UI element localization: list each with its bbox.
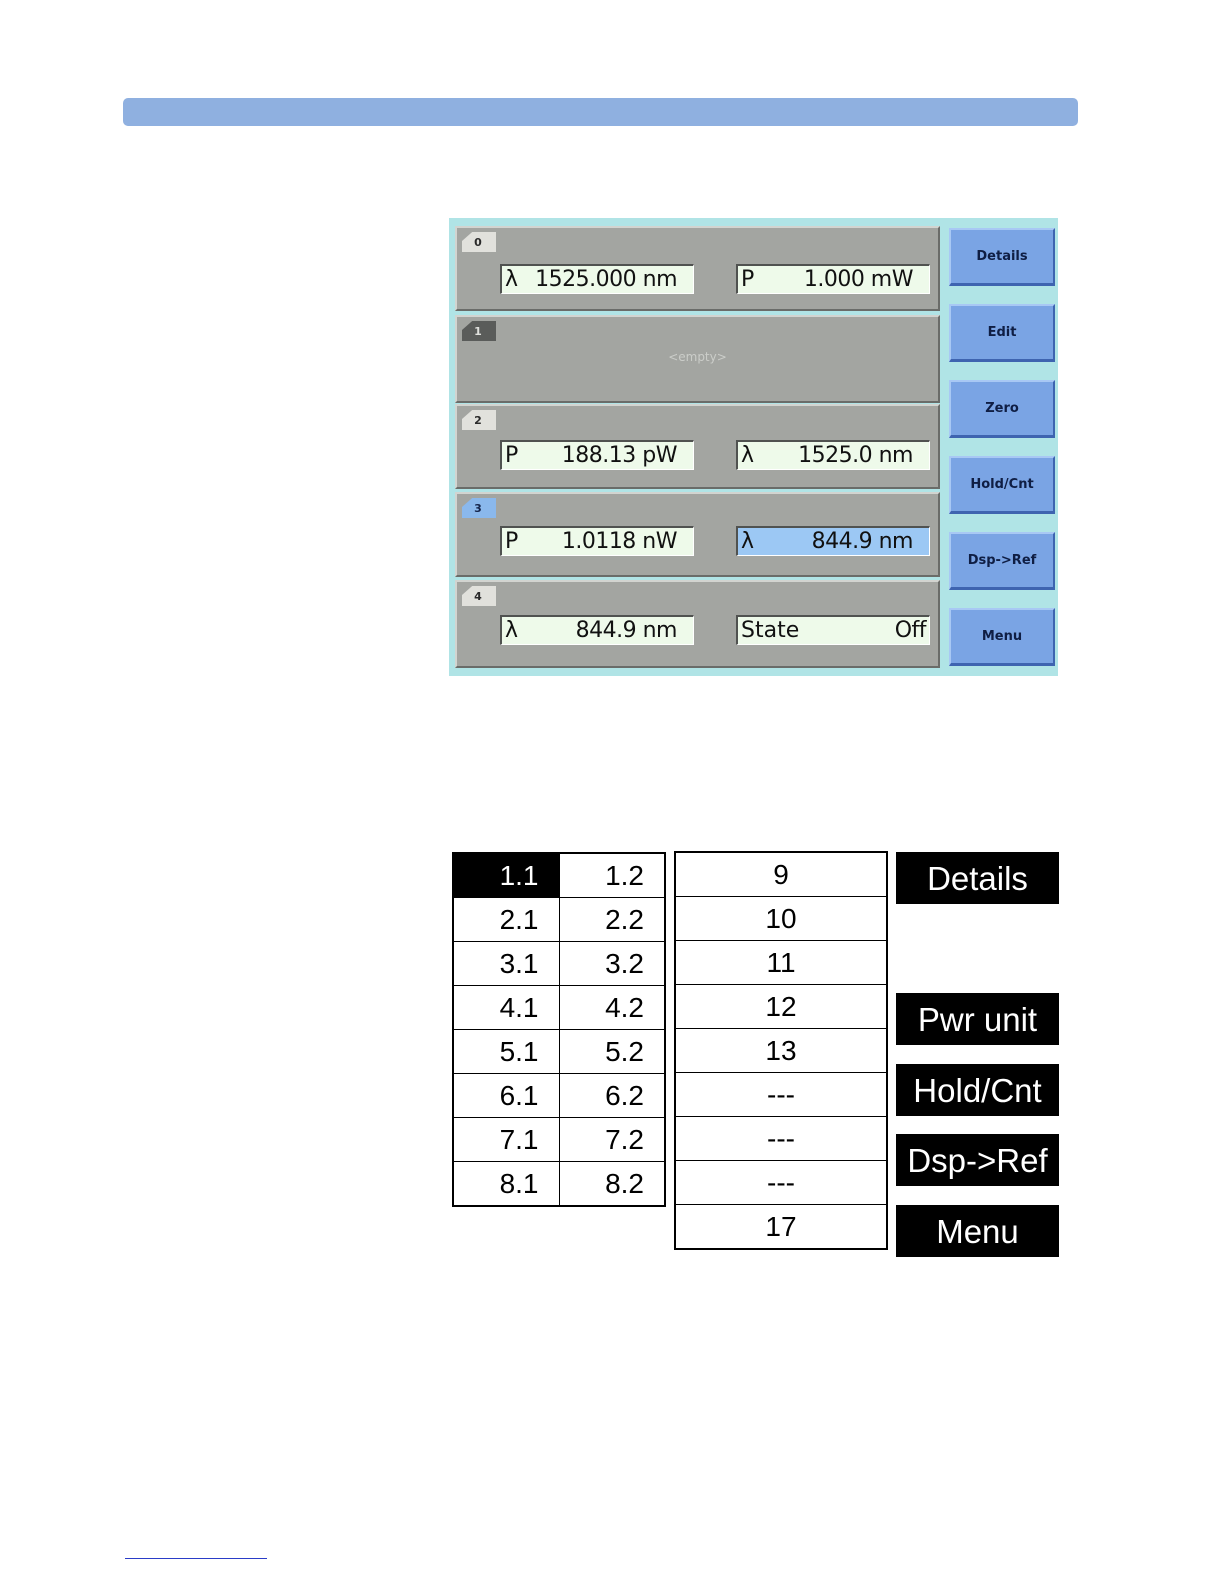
pwr-unit-key[interactable]: Pwr unit xyxy=(896,993,1059,1045)
grid-cell[interactable]: 17 xyxy=(675,1205,887,1250)
menu-key[interactable]: Menu xyxy=(896,1205,1059,1257)
field-label: λ xyxy=(505,267,518,293)
grid-cell[interactable]: 6.1 xyxy=(453,1074,559,1118)
grid-cell[interactable]: 11 xyxy=(675,941,887,985)
slot-2[interactable]: 2 P 188.13 pW λ 1525.0 nm xyxy=(455,404,940,489)
grid-cell[interactable]: --- xyxy=(675,1161,887,1205)
power-field[interactable]: P 1.0118 nW xyxy=(500,526,694,556)
field-label: λ xyxy=(741,443,754,469)
grid-cell[interactable]: 5.2 xyxy=(559,1030,665,1074)
grid-cell[interactable]: --- xyxy=(675,1073,887,1117)
grid-cell[interactable]: 5.1 xyxy=(453,1030,559,1074)
grid-cell[interactable]: 4.2 xyxy=(559,986,665,1030)
table-row: 10 xyxy=(675,897,887,941)
grid-cell[interactable]: 12 xyxy=(675,985,887,1029)
grid-cell[interactable]: 10 xyxy=(675,897,887,941)
grid-cell[interactable]: 2.2 xyxy=(559,898,665,942)
grid-cell[interactable]: 7.1 xyxy=(453,1118,559,1162)
field-value: 1525.0 nm xyxy=(798,443,913,469)
power-field[interactable]: P 1.000 mW xyxy=(736,264,930,294)
field-label: λ xyxy=(741,529,754,555)
zero-softkey[interactable]: Zero xyxy=(949,380,1055,438)
field-label: State xyxy=(741,618,799,644)
grid-cell[interactable]: 8.1 xyxy=(453,1162,559,1207)
details-softkey[interactable]: Details xyxy=(949,228,1055,286)
grid-cell[interactable]: 9 xyxy=(675,852,887,897)
field-value: 1.0118 nW xyxy=(562,529,677,555)
slot-tab: 3 xyxy=(462,498,496,518)
power-field[interactable]: P 188.13 pW xyxy=(500,440,694,470)
slot-tab: 2 xyxy=(462,410,496,430)
table-row: 17 xyxy=(675,1205,887,1250)
grid-cell[interactable]: 3.2 xyxy=(559,942,665,986)
slot-1[interactable]: 1 <empty> xyxy=(455,315,940,403)
field-value: 844.9 nm xyxy=(576,618,677,644)
table-row: --- xyxy=(675,1117,887,1161)
grid-cell[interactable]: 13 xyxy=(675,1029,887,1073)
instrument-screen: 0 λ 1525.000 nm P 1.000 mW 1 <empty> 2 P… xyxy=(449,218,1058,676)
slot-4[interactable]: 4 λ 844.9 nm State Off xyxy=(455,580,940,668)
state-field[interactable]: State Off xyxy=(736,615,930,645)
wavelength-field-selected[interactable]: λ 844.9 nm xyxy=(736,526,930,556)
table-row: 11 xyxy=(675,941,887,985)
wavelength-field[interactable]: λ 1525.0 nm xyxy=(736,440,930,470)
hold-cnt-softkey[interactable]: Hold/Cnt xyxy=(949,456,1055,514)
grid-cell[interactable]: --- xyxy=(675,1117,887,1161)
menu-softkey[interactable]: Menu xyxy=(949,608,1055,666)
field-value: 844.9 nm xyxy=(812,529,913,555)
field-value: 1525.000 nm xyxy=(535,267,677,293)
grid-cell[interactable]: 3.1 xyxy=(453,942,559,986)
field-label: P xyxy=(505,529,518,555)
dsp-ref-key[interactable]: Dsp->Ref xyxy=(896,1134,1059,1186)
slot-tab: 1 xyxy=(462,321,496,341)
footer-line xyxy=(125,1558,267,1559)
field-label: P xyxy=(505,443,518,469)
header-banner xyxy=(123,98,1078,126)
table-row: --- xyxy=(675,1073,887,1117)
wavelength-field[interactable]: λ 1525.000 nm xyxy=(500,264,694,294)
field-label: P xyxy=(741,267,754,293)
grid-cell[interactable]: 1.2 xyxy=(559,853,665,898)
slot-tab: 0 xyxy=(462,232,496,252)
wavelength-field[interactable]: λ 844.9 nm xyxy=(500,615,694,645)
table-row: 9 xyxy=(675,852,887,897)
table-row: 12 xyxy=(675,985,887,1029)
empty-slot-text: <empty> xyxy=(457,350,938,364)
grid-cell[interactable]: 4.1 xyxy=(453,986,559,1030)
grid-cell[interactable]: 2.1 xyxy=(453,898,559,942)
slot-number-grid: 9 10 11 12 13 --- --- --- 17 xyxy=(674,851,888,1250)
hold-cnt-key[interactable]: Hold/Cnt xyxy=(896,1064,1059,1116)
field-label: λ xyxy=(505,618,518,644)
table-row: --- xyxy=(675,1161,887,1205)
details-key[interactable]: Details xyxy=(896,852,1059,904)
grid-cell[interactable]: 8.2 xyxy=(559,1162,665,1207)
grid-cell-selected[interactable]: 1.1 xyxy=(453,853,559,898)
table-row: 13 xyxy=(675,1029,887,1073)
slot-3[interactable]: 3 P 1.0118 nW λ 844.9 nm xyxy=(455,492,940,577)
edit-softkey[interactable]: Edit xyxy=(949,304,1055,362)
slot-tab: 4 xyxy=(462,586,496,606)
slot-0[interactable]: 0 λ 1525.000 nm P 1.000 mW xyxy=(455,226,940,311)
field-value: Off xyxy=(895,618,926,644)
field-value: 188.13 pW xyxy=(562,443,677,469)
dsp-ref-softkey[interactable]: Dsp->Ref xyxy=(949,532,1055,590)
grid-cell[interactable]: 6.2 xyxy=(559,1074,665,1118)
field-value: 1.000 mW xyxy=(804,267,913,293)
grid-cell[interactable]: 7.2 xyxy=(559,1118,665,1162)
